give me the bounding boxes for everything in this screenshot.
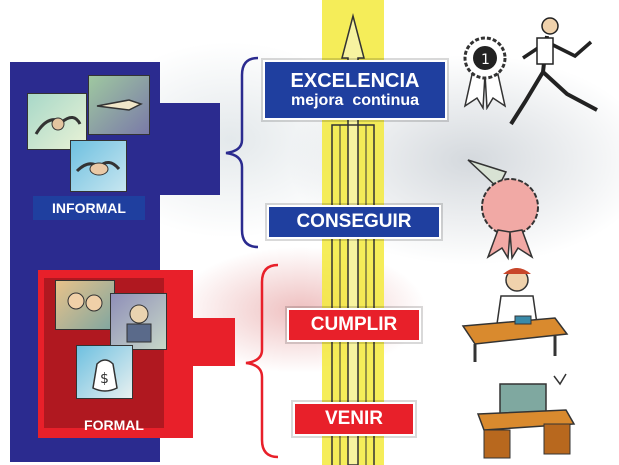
ribbon-award-icon <box>467 159 539 261</box>
desk-icon <box>476 373 576 459</box>
informal-label: INFORMAL <box>33 196 145 220</box>
office-worker-icon <box>461 268 569 362</box>
informal-brace <box>225 56 259 249</box>
money-bag-icon: $ <box>76 345 133 399</box>
svg-text:$: $ <box>100 371 109 387</box>
level-excelencia-subtitle: mejora continua <box>290 92 420 109</box>
level-cumplir: CUMPLIR <box>287 308 421 342</box>
svg-text:1: 1 <box>481 52 490 68</box>
level-excelencia: EXCELENCIA mejora continua <box>263 60 447 120</box>
runner-icon <box>509 17 598 126</box>
medal-icon: 1 <box>463 36 507 110</box>
formal-block-tab <box>185 318 235 366</box>
level-conseguir: CONSEGUIR <box>267 205 441 239</box>
group-people-icon <box>55 280 115 330</box>
pointing-hand-icon <box>88 75 150 135</box>
formal-label: FORMAL <box>84 417 144 433</box>
level-excelencia-title: EXCELENCIA <box>290 70 420 92</box>
level-venir: VENIR <box>293 402 415 436</box>
formal-brace <box>245 263 279 459</box>
handshake-icon-2 <box>70 140 127 192</box>
informal-block-tab <box>150 103 220 195</box>
businessman-icon <box>110 293 167 350</box>
